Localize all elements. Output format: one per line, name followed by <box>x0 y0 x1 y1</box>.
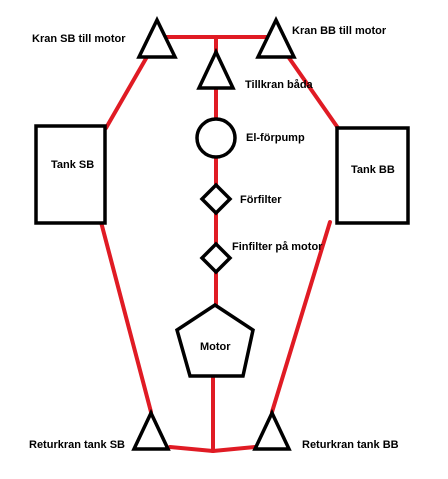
returkran-bb-valve-icon <box>252 408 292 451</box>
label-kran-sb: Kran SB till motor <box>32 33 126 45</box>
label-motor: Motor <box>200 341 231 353</box>
pipe-return-junction-bb <box>211 445 257 453</box>
pipe-tank-bb-to-returkran-bb <box>270 220 332 414</box>
motor-icon <box>174 302 255 378</box>
pipe-kran-sb-to-tank-sb <box>104 53 150 130</box>
kran-sb-valve-icon <box>136 15 178 59</box>
pipe-tank-sb-to-returkran-sb <box>99 220 153 414</box>
label-tank-sb: Tank SB <box>51 159 94 171</box>
returkran-sb-valve-icon <box>131 408 171 451</box>
fuel-pipes <box>99 35 340 453</box>
tillkran-valve-icon <box>196 47 236 90</box>
tank-sb-icon <box>34 124 107 225</box>
label-el-forpump: El-förpump <box>246 132 305 144</box>
el-forpump-icon <box>195 117 237 159</box>
label-forfilter: Förfilter <box>240 194 282 206</box>
label-tillkran: Tillkran båda <box>245 79 314 91</box>
pipe-return-junction-sb <box>168 445 215 453</box>
label-returkran-bb: Returkran tank BB <box>302 439 399 451</box>
forfilter-icon <box>199 182 233 216</box>
finfilter-icon <box>199 241 233 275</box>
kran-bb-valve-icon <box>255 15 297 59</box>
tank-bb-icon <box>335 126 410 225</box>
label-tank-bb: Tank BB <box>351 164 395 176</box>
label-kran-bb: Kran BB till motor <box>292 25 387 37</box>
label-finfilter: Finfilter på motor <box>232 241 323 253</box>
pipe-kran-bb-to-tank-bb <box>285 53 340 130</box>
label-returkran-sb: Returkran tank SB <box>29 439 125 451</box>
